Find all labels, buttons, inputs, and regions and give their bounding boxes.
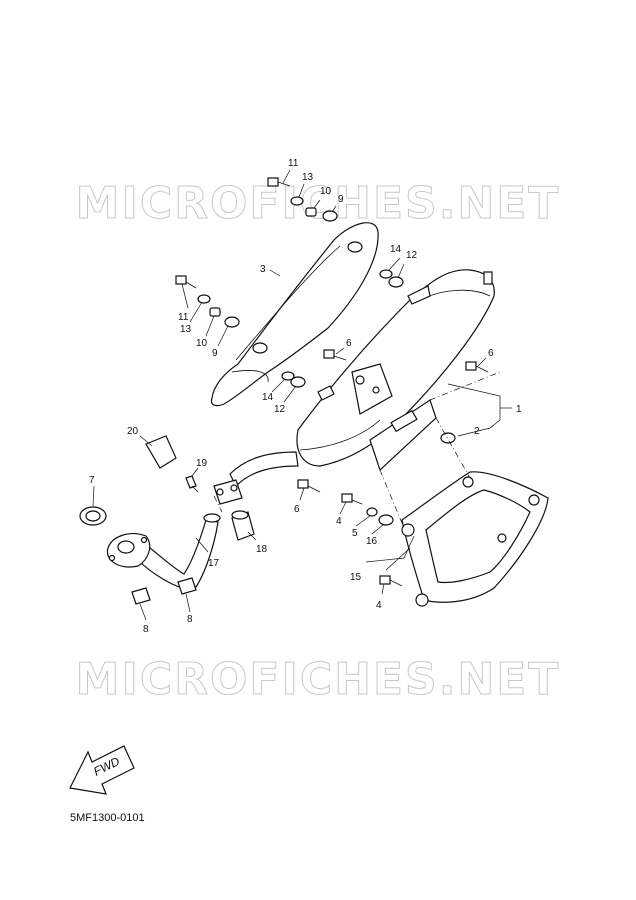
callout-13-left: 13 bbox=[180, 324, 192, 335]
callout-12-right: 12 bbox=[406, 250, 418, 261]
callout-14-left: 14 bbox=[262, 392, 274, 403]
washer-left bbox=[197, 294, 211, 304]
callout-19: 19 bbox=[196, 458, 208, 469]
fwd-arrow-icon: FWD bbox=[69, 745, 135, 795]
nut-left bbox=[131, 587, 151, 605]
bolt-4-upper bbox=[341, 493, 363, 505]
bolt-left bbox=[175, 275, 197, 289]
damper-2 bbox=[440, 432, 456, 444]
callout-1: 1 bbox=[516, 404, 522, 415]
bolt-4-lower bbox=[379, 575, 403, 587]
washer-5 bbox=[366, 507, 378, 517]
washer-14-right bbox=[379, 269, 393, 279]
callout-4-lower: 4 bbox=[376, 600, 382, 611]
callout-11-top: 11 bbox=[288, 158, 299, 169]
collar-top bbox=[305, 207, 317, 217]
watermark-bottom: MICROFICHES.NET bbox=[75, 654, 561, 706]
screw bbox=[185, 475, 199, 493]
bolt-6-right bbox=[465, 361, 489, 373]
exhaust-pipe bbox=[106, 513, 221, 591]
callout-8-left: 8 bbox=[143, 624, 149, 635]
callout-5: 5 bbox=[352, 528, 358, 539]
washer-top bbox=[290, 196, 304, 206]
callout-11-left: 11 bbox=[178, 312, 189, 323]
callout-10-left: 10 bbox=[196, 338, 208, 349]
washer-12-left bbox=[290, 376, 306, 388]
callout-16: 16 bbox=[366, 536, 378, 547]
callout-6-bottom: 6 bbox=[294, 504, 300, 515]
callout-6-top: 6 bbox=[346, 338, 352, 349]
callout-8-right: 8 bbox=[187, 614, 193, 625]
callout-17: 17 bbox=[208, 558, 220, 569]
damper-left bbox=[224, 316, 240, 328]
muffler-assembly bbox=[213, 269, 495, 505]
callout-14-right: 14 bbox=[390, 244, 402, 255]
washer-14-left bbox=[281, 371, 295, 381]
leader-lines bbox=[92, 169, 512, 621]
nut-right bbox=[177, 577, 197, 595]
callout-18: 18 bbox=[256, 544, 268, 555]
muffler-stay bbox=[401, 471, 549, 607]
bolt-6-bottom bbox=[297, 479, 321, 493]
callouts: 1 2 3 4 4 5 6 6 6 7 8 8 9 9 10 10 11 11 … bbox=[89, 158, 522, 635]
diagram-code: 5MF1300-0101 bbox=[70, 812, 145, 824]
washer-12-right bbox=[388, 276, 404, 288]
callout-3: 3 bbox=[260, 264, 266, 275]
collar-left bbox=[209, 307, 221, 317]
callout-7: 7 bbox=[89, 475, 95, 486]
bolt-6-top bbox=[323, 349, 347, 361]
collar-16 bbox=[378, 514, 394, 526]
damper-top bbox=[322, 210, 338, 222]
callout-2: 2 bbox=[474, 426, 480, 437]
bolt-top bbox=[267, 177, 291, 187]
pipe-gasket bbox=[231, 510, 255, 541]
callout-10-top: 10 bbox=[320, 186, 332, 197]
gasket bbox=[79, 506, 107, 526]
heat-shield bbox=[210, 222, 379, 407]
callout-9-left: 9 bbox=[212, 348, 218, 359]
callout-20: 20 bbox=[127, 426, 139, 437]
callout-15: 15 bbox=[350, 572, 362, 583]
callout-9-top: 9 bbox=[338, 194, 344, 205]
callout-12-left: 12 bbox=[274, 404, 286, 415]
callout-4-upper: 4 bbox=[336, 516, 342, 527]
callout-6-right: 6 bbox=[488, 348, 494, 359]
protector bbox=[145, 435, 177, 469]
callout-13-top: 13 bbox=[302, 172, 314, 183]
